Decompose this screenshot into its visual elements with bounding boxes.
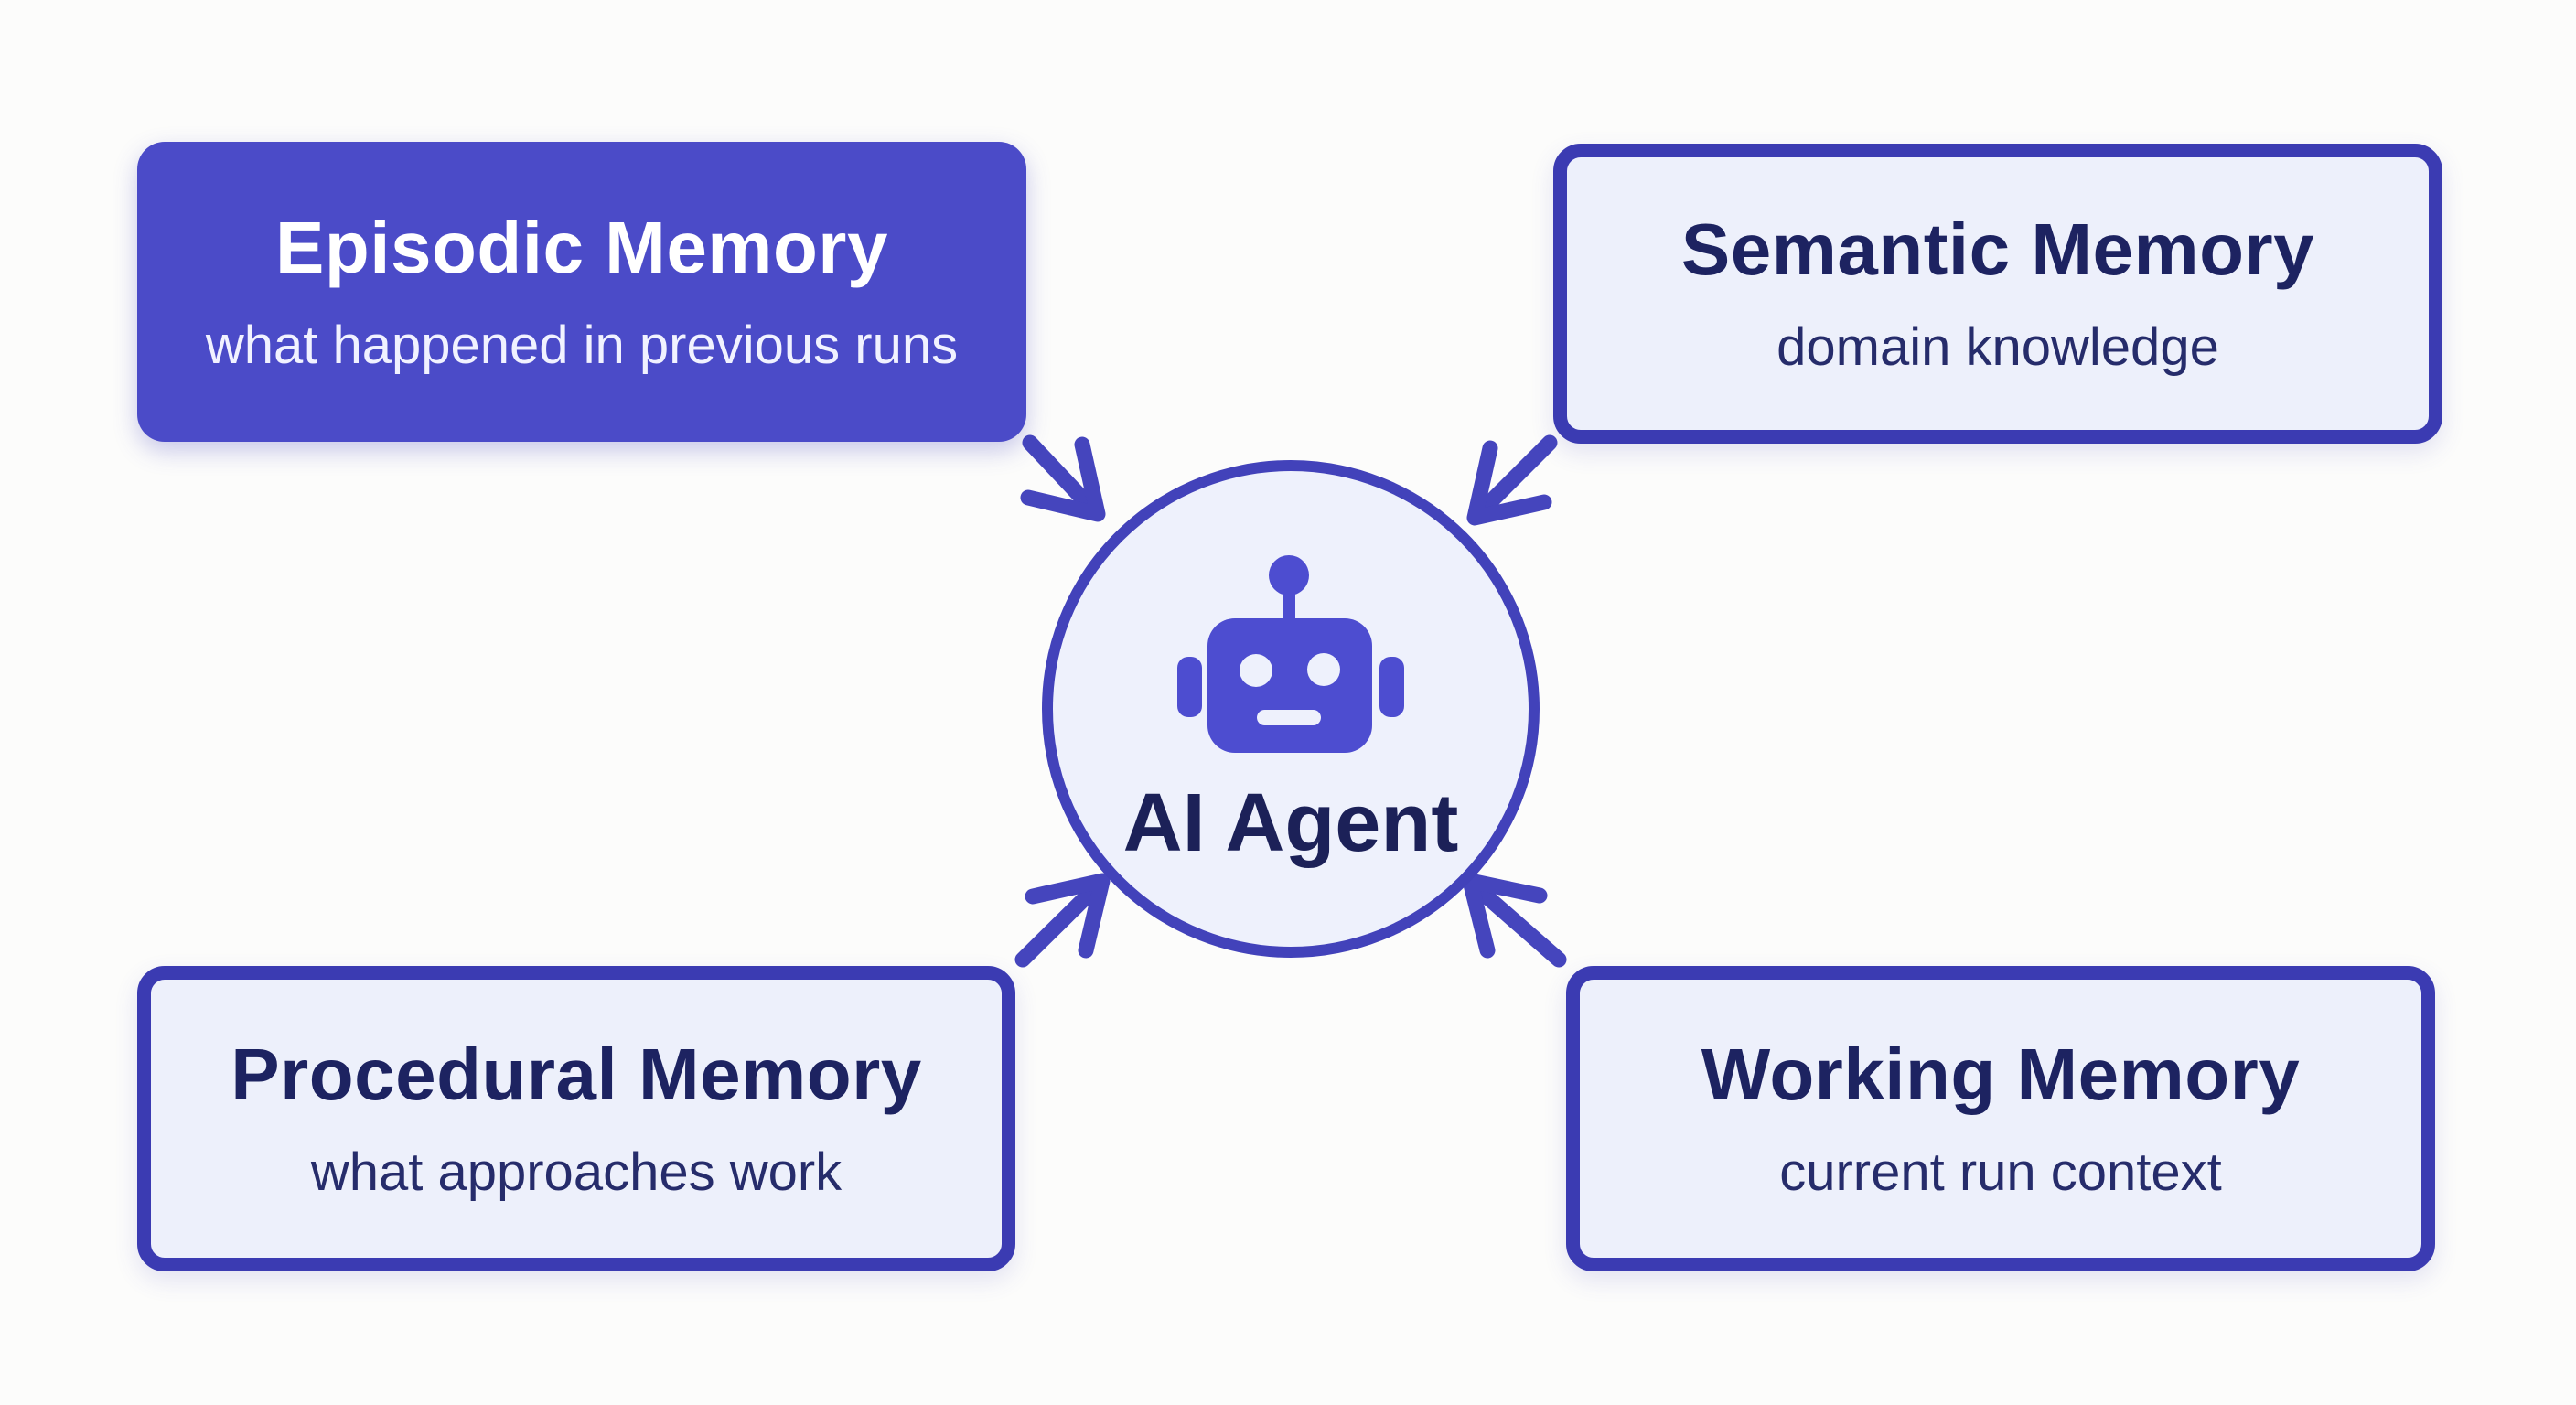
node-subtitle: domain knowledge [1776, 317, 2219, 377]
node-procedural-memory: Procedural Memory what approaches work [137, 966, 1015, 1271]
node-episodic-memory: Episodic Memory what happened in previou… [137, 142, 1026, 442]
node-title: Episodic Memory [275, 207, 888, 288]
node-semantic-memory: Semantic Memory domain knowledge [1553, 144, 2442, 444]
arrow-episodic-to-agent [1020, 434, 1106, 522]
node-title: Working Memory [1701, 1034, 2301, 1115]
ai-agent-label: AI Agent [1122, 777, 1459, 869]
node-subtitle: what approaches work [310, 1142, 843, 1202]
node-subtitle: current run context [1779, 1142, 2222, 1202]
node-title: Semantic Memory [1680, 209, 2315, 290]
arrow-working-to-agent [1462, 873, 1567, 968]
node-subtitle: what happened in previous runs [205, 316, 959, 375]
ai-agent-node: AI Agent [1042, 460, 1540, 958]
robot-icon [1177, 554, 1404, 753]
node-title: Procedural Memory [231, 1034, 922, 1115]
node-working-memory: Working Memory current run context [1566, 966, 2435, 1271]
arrow-procedural-to-agent [1014, 873, 1111, 968]
arrow-semantic-to-agent [1466, 434, 1558, 526]
